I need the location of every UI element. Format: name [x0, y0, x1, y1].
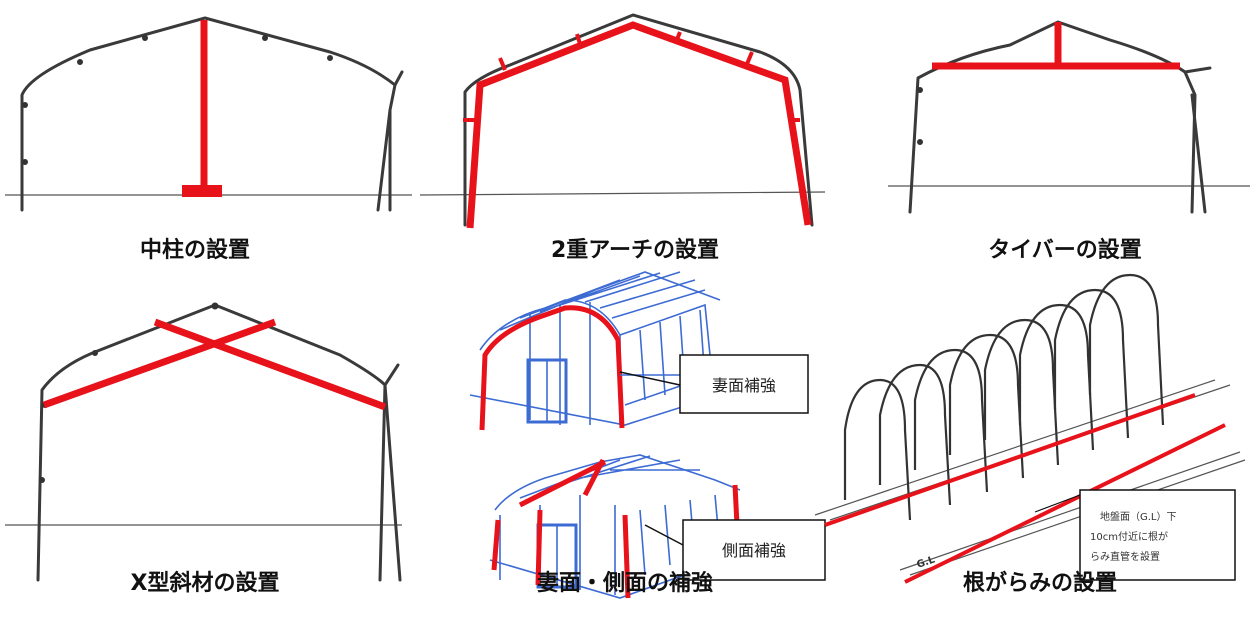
upper-greenhouse	[469, 271, 721, 431]
end-face-callout	[679, 354, 809, 414]
root-binding-pipe-lower	[904, 423, 1226, 584]
clip-dot	[917, 87, 923, 93]
roof-purlins	[499, 272, 661, 331]
clip-dot	[22, 102, 28, 108]
arch-pipes	[843, 273, 1165, 521]
arch-spacer	[674, 31, 682, 43]
callout-pointer	[619, 371, 681, 386]
ground-line-upper	[814, 379, 1216, 516]
arch-pipe	[1053, 288, 1130, 439]
clip-dot	[211, 302, 219, 310]
clip-dot	[39, 477, 45, 483]
arch-pipe	[878, 363, 952, 506]
side-face-callout	[682, 519, 826, 581]
arch-spacer	[575, 33, 582, 45]
caption-double-arch: 2重アーチの設置	[551, 237, 719, 263]
ground-line-lower-2	[909, 459, 1246, 576]
side-posts	[639, 494, 721, 576]
ground-line-lower	[899, 451, 1241, 571]
clip-dot	[917, 139, 923, 145]
side-posts	[639, 309, 706, 401]
lower-greenhouse	[489, 454, 741, 599]
x-brace-left	[42, 318, 277, 409]
root-binding-pipe-upper	[824, 393, 1196, 527]
frame-brace	[383, 363, 402, 582]
arch-pipe	[1018, 303, 1095, 451]
clip-dot	[77, 59, 83, 65]
ground-line	[419, 191, 826, 196]
panel-tie-bar: タイバーの設置	[888, 20, 1250, 263]
ground-note-line3: らみ直管を設置	[1090, 550, 1160, 563]
arch-pipe	[1088, 273, 1165, 426]
callout-pointer	[1034, 494, 1081, 513]
ground-note-callout	[1079, 489, 1236, 581]
arch-spacer	[745, 51, 754, 65]
side-face-reinforcement	[491, 458, 741, 599]
panel-center-pillar: 中柱の設置	[5, 16, 412, 263]
clip-dot	[22, 159, 28, 165]
arch-pipe	[948, 333, 1025, 479]
frame-brace	[1183, 66, 1212, 214]
caption-x-brace: X型斜材の設置	[131, 570, 280, 596]
x-brace-right	[153, 318, 387, 411]
panel-end-side: 妻面補強 側面補強 妻面・側面の補強	[469, 271, 826, 599]
outer-arch	[463, 13, 814, 227]
arch-pipe	[913, 348, 989, 493]
inner-arch	[466, 21, 812, 229]
end-posts	[529, 302, 591, 425]
caption-center-pillar: 中柱の設置	[140, 237, 250, 263]
ridge	[544, 271, 721, 309]
clip-dot	[142, 35, 148, 41]
ground-note-line1: 地盤面（G.L）下	[1100, 510, 1177, 523]
greenhouse-frame	[20, 16, 397, 212]
pillar-base	[182, 185, 222, 197]
panel-x-brace: X型斜材の設置	[5, 302, 402, 596]
greenhouse-frame	[36, 303, 387, 582]
clip-dot	[92, 350, 98, 356]
greenhouse-frame	[908, 20, 1197, 214]
roof-purlins	[584, 271, 706, 319]
roof-line	[494, 454, 741, 511]
side-face-label: 側面補強	[722, 541, 786, 560]
caption-tie-bar: タイバーの設置	[988, 237, 1142, 263]
end-face-label: 妻面補強	[712, 376, 776, 395]
clip-dot	[262, 35, 268, 41]
arch-pipe	[843, 378, 912, 521]
panel-double-arch: 2重アーチの設置	[419, 13, 826, 263]
end-face-reinforcement	[479, 305, 625, 431]
ground-note-line2: 10cm付近に根が	[1090, 530, 1168, 543]
caption-end-side: 妻面・側面の補強	[537, 570, 713, 596]
clip-dot	[327, 55, 333, 61]
arch-spacer	[498, 57, 507, 71]
caption-root-binding: 根がらみの設置	[963, 570, 1117, 596]
callout-pointer	[644, 524, 684, 546]
diagonal-reinforcement	[518, 459, 607, 508]
panel-root-binding: G.L 地盤面（G.L）下 10cm付近に根が らみ直管を設置 根がらみの設置	[814, 273, 1246, 596]
arch-pipe	[983, 318, 1060, 466]
frame-brace	[376, 70, 404, 212]
side-wall	[619, 303, 713, 406]
